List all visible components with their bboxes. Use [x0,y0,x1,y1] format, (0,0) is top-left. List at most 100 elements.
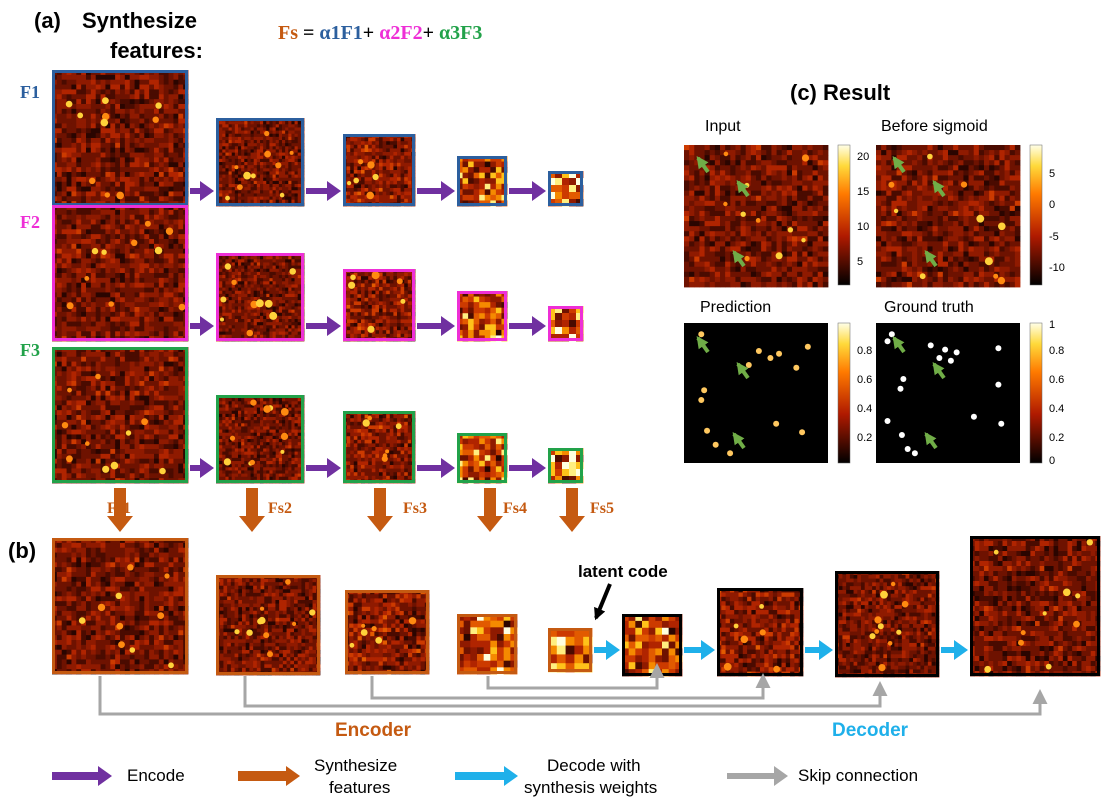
row-f1-map-3-border [343,134,415,206]
result-prediction-map-bg [684,323,828,463]
encoder-map-1-border [52,538,188,674]
result-prediction-map-spot [804,343,811,350]
legend-decode-arrow [455,766,518,786]
result-ground-truth-map-spot [884,418,891,424]
row-f2-map-1-border [52,205,188,341]
row-f3-map-5-border [548,448,583,483]
cb-gt-tick-06: 0.6 [1049,374,1065,386]
result-ground-truth-map-spot [970,413,977,420]
panel-title-ground-truth: Ground truth [884,299,974,316]
row-f1-map-5-border [548,171,583,206]
result-prediction-map-spot [745,362,752,368]
skip-connection-4 [486,663,665,690]
encode-arrow-f3-1 [190,458,214,478]
result-ground-truth-map-spot [898,432,905,438]
cb-gt-tick-0: 0 [1049,455,1056,467]
latent-code-pointer [594,583,612,621]
encode-arrow-f2-1 [190,316,214,336]
encoder-map-4-border [457,614,517,674]
row-f2-map-4-border [457,291,507,341]
legend-skip-arrow [727,766,788,786]
green-pointer-8 [736,362,750,380]
colorbar-4 [1029,322,1043,464]
synth-label-fs1: Fs1 [107,500,131,517]
legend-encode-arrow [52,766,112,786]
encode-arrow-f3-4 [509,458,546,478]
row-f2-map-5-border [548,306,583,341]
legend-skip-label: Skip connection [798,766,919,785]
synth-arrow-4 [477,488,503,532]
row-f1-map-2 [216,118,305,207]
section-b-label: (b) [8,538,37,563]
green-pointer-1 [696,156,710,174]
formula-f2: F2 [400,22,423,44]
row-f1-map-5 [548,171,584,207]
section-a-title-line2: features: [110,38,203,63]
legend-synth-line1: Synthesize [314,756,398,775]
legend-encode-label: Encode [127,766,185,785]
feature-maps-layer [52,70,1101,678]
encoder-map-2-border [216,575,320,675]
result-ground-truth-map-spot [995,381,1002,388]
row-f2-map-3-border [343,269,415,341]
green-pointer-4 [892,156,906,174]
row-f1-map-4 [457,156,508,207]
decode-arrow-1 [594,640,620,660]
legend-decode-line2: synthesis weights [524,778,658,797]
formula-lhs: Fs [278,22,298,44]
formula-equals: = [303,22,315,44]
row-f2-map-1 [52,205,189,342]
encoder-map-4 [457,614,518,675]
result-ground-truth-map-spot [995,345,1002,352]
formula-alpha1: α1 [319,22,341,44]
row-label-f1: F1 [20,82,40,102]
decoder-map-4 [970,536,1101,677]
encode-arrow-f1-2 [306,181,341,201]
result-ground-truth-map-spot [904,446,911,452]
panel-title-prediction: Prediction [700,299,772,316]
result-prediction-map-spot [767,355,774,361]
cb-input-tick-20: 20 [857,151,870,163]
green-pointer-11 [932,362,946,380]
row-f3-map-4 [457,433,508,484]
decode-arrow-2 [684,640,715,660]
result-prediction-map-spot [704,427,711,434]
cb-gt-tick-04: 0.4 [1049,403,1065,415]
encoder-map-5 [548,628,593,673]
row-f3-map-4-border [457,433,507,483]
green-pointer-6 [924,250,938,268]
row-f1-map-1 [52,70,189,207]
cb-pred-tick-06: 0.6 [857,374,873,386]
result-ground-truth-map-spot [942,346,949,353]
encode-arrow-f2-2 [306,316,341,336]
panel-title-before-sigmoid: Before sigmoid [881,118,988,135]
row-f3-map-5 [548,448,584,484]
decode-arrow-3 [805,640,833,660]
formula-f1: F1 [340,22,363,44]
skip-connection-3-path [370,673,771,700]
section-c-title: (c) Result [790,80,891,105]
result-prediction-map-spot [793,364,800,371]
result-ground-truth-map-spot [998,420,1005,427]
result-prediction-map-spot [698,397,705,403]
encode-arrow-f3-2 [306,458,341,478]
result-prediction-map-spot [727,450,734,457]
result-before-sigmoid-map [876,145,1021,288]
cb-input-tick-10: 10 [857,221,870,233]
legend-decode-line1: Decode with [547,756,641,775]
result-prediction-map-spot [776,350,783,357]
encode-arrow-f1-1 [190,181,214,201]
synth-label-fs2: Fs2 [268,500,292,517]
formula-plus1: + [362,22,375,44]
decode-arrow-4 [941,640,968,660]
row-label-f2: F2 [20,212,40,232]
colorbar-2 [1029,144,1043,286]
encode-arrow-f1-4 [509,181,546,201]
row-f1-map-4-border [457,156,507,206]
result-input-map [684,145,829,288]
encoder-map-3-border [345,590,429,674]
cb-input-tick-15: 15 [857,186,870,198]
cb-pred-tick-08: 0.8 [857,345,873,357]
colorbar-1 [837,144,851,286]
